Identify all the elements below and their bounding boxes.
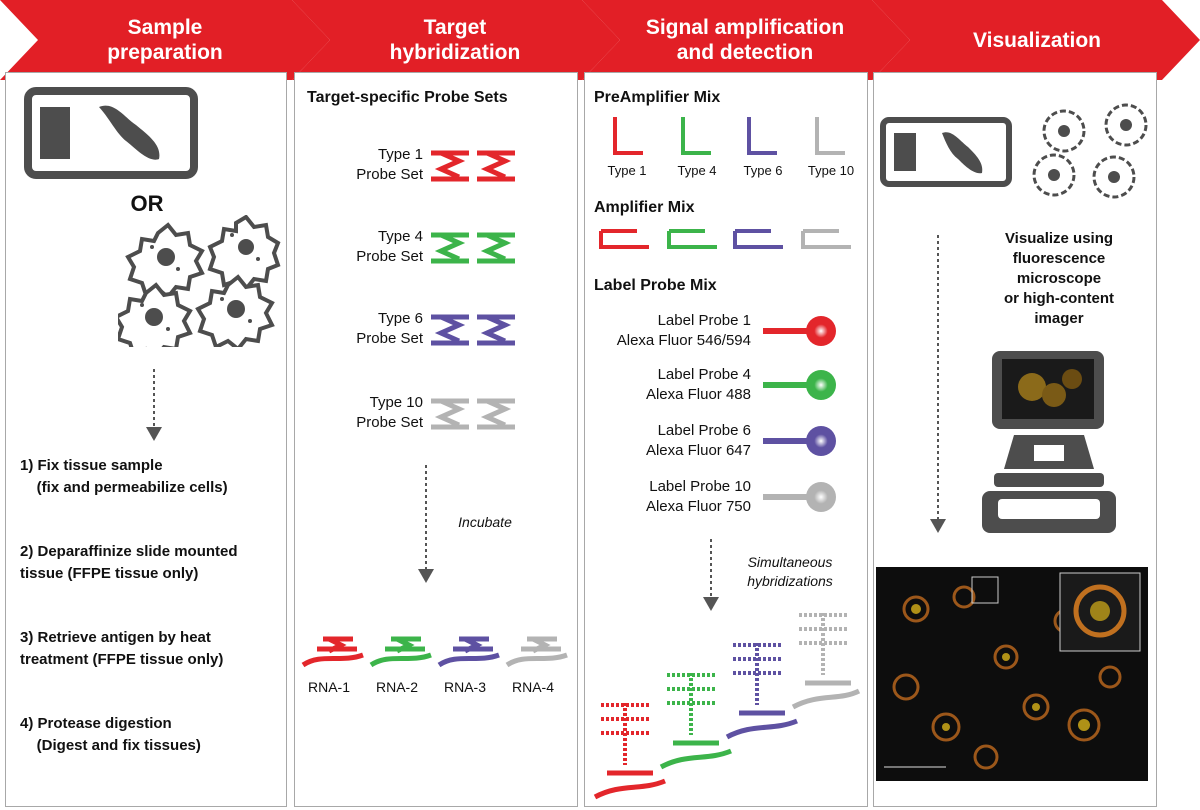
cells-icon bbox=[1032, 103, 1148, 199]
probe-set-label: Type 6 Probe Set bbox=[356, 310, 423, 347]
label-probe-10-icon bbox=[763, 482, 836, 512]
step-banner-target-hybridization: Target hybridization bbox=[292, 0, 622, 80]
label-probe-name: Label Probe 10 bbox=[649, 478, 751, 495]
incubate-label: Incubate bbox=[458, 514, 512, 530]
rna-label: RNA-2 bbox=[375, 679, 418, 695]
step-title: Target hybridization bbox=[389, 16, 521, 64]
step-banner-signal-amplification: Signal amplification and detection bbox=[582, 0, 912, 80]
panel-target-hybridization: Target-specific Probe Sets Type 1 Probe … bbox=[294, 72, 578, 807]
dashed-down-arrow-icon bbox=[418, 465, 434, 583]
microscope-imager-icon bbox=[982, 351, 1116, 533]
label-probe-dye: Alexa Fluor 647 bbox=[645, 442, 751, 459]
tissue-slide-icon bbox=[880, 117, 1012, 187]
panel-sample-preparation: OR 1) Fix tissue sample (fix and permeab… bbox=[5, 72, 287, 807]
probe-set-type4-icon bbox=[431, 232, 515, 264]
preamplifier-icons bbox=[613, 117, 845, 155]
probe-set-label: Type 1 Probe Set bbox=[356, 146, 423, 183]
label-probe-dye: Alexa Fluor 546/594 bbox=[616, 332, 751, 349]
tissue-slide-icon bbox=[24, 87, 198, 179]
label-probe-dye: Alexa Fluor 488 bbox=[645, 386, 751, 403]
label-probe-heading: Label Probe Mix bbox=[594, 277, 717, 294]
rna-label: RNA-1 bbox=[307, 679, 350, 695]
instruction-step-4: 4) Protease digestion (Digest and fix ti… bbox=[20, 715, 201, 754]
preamplifier-heading: PreAmplifier Mix bbox=[594, 89, 721, 106]
step-title: Signal amplification and detection bbox=[645, 16, 845, 64]
probe-set-label: Type 10 Probe Set bbox=[356, 394, 423, 431]
instruction-step-3: 3) Retrieve antigen by heat treatment (F… bbox=[20, 629, 224, 668]
preamp-type-label: Type 10 bbox=[807, 163, 855, 178]
probe-sets-heading: Target-specific Probe Sets bbox=[307, 89, 508, 106]
simultaneous-hybridizations-label: Simultaneous hybridizations bbox=[747, 554, 833, 589]
step-banner-visualization: Visualization bbox=[872, 0, 1200, 80]
dashed-down-arrow-icon bbox=[146, 369, 162, 441]
preamp-type-label: Type 4 bbox=[677, 163, 717, 178]
probe-set-type6-icon bbox=[431, 314, 515, 346]
or-label: OR bbox=[130, 191, 164, 216]
amplifier-heading: Amplifier Mix bbox=[594, 199, 695, 216]
label-probe-name: Label Probe 4 bbox=[657, 366, 751, 383]
instruction-step-2: 2) Deparaffinize slide mounted tissue (F… bbox=[20, 543, 238, 582]
preamp-type-label: Type 1 bbox=[607, 163, 647, 178]
visualize-instructions: Visualize using fluorescence microscope … bbox=[1004, 230, 1114, 327]
probe-set-label: Type 4 Probe Set bbox=[356, 228, 423, 265]
step-title: Visualization bbox=[973, 28, 1101, 52]
label-probe-dye: Alexa Fluor 750 bbox=[645, 498, 751, 515]
amplified-trees-icon bbox=[593, 613, 861, 800]
label-probe-1-icon bbox=[763, 316, 836, 346]
step-title: Sample preparation bbox=[107, 16, 223, 64]
label-probe-6-icon bbox=[763, 426, 836, 456]
preamp-type-label: Type 6 bbox=[743, 163, 783, 178]
rna-label: RNA-4 bbox=[511, 679, 554, 695]
fluorescence-micrograph-image bbox=[876, 567, 1148, 781]
step-banner-sample-preparation: Sample preparation bbox=[0, 0, 330, 80]
dashed-down-arrow-icon bbox=[703, 539, 719, 611]
dashed-down-arrow-icon bbox=[930, 235, 946, 533]
amplifier-icons bbox=[599, 229, 851, 249]
probe-set-type1-icon bbox=[431, 150, 515, 182]
label-probe-name: Label Probe 1 bbox=[657, 312, 751, 329]
rna-label: RNA-3 bbox=[443, 679, 486, 695]
panel-signal-amplification: PreAmplifier Mix Type 1 Type 4 Type 6 Ty… bbox=[584, 72, 868, 807]
label-probe-4-icon bbox=[763, 370, 836, 400]
probe-set-type10-icon bbox=[431, 398, 515, 430]
rna-targets-icon bbox=[301, 636, 568, 668]
instruction-step-1: 1) Fix tissue sample (fix and permeabili… bbox=[20, 457, 228, 496]
panel-visualization: Visualize using fluorescence microscope … bbox=[873, 72, 1157, 807]
cells-icon bbox=[118, 215, 281, 347]
label-probe-name: Label Probe 6 bbox=[657, 422, 751, 439]
